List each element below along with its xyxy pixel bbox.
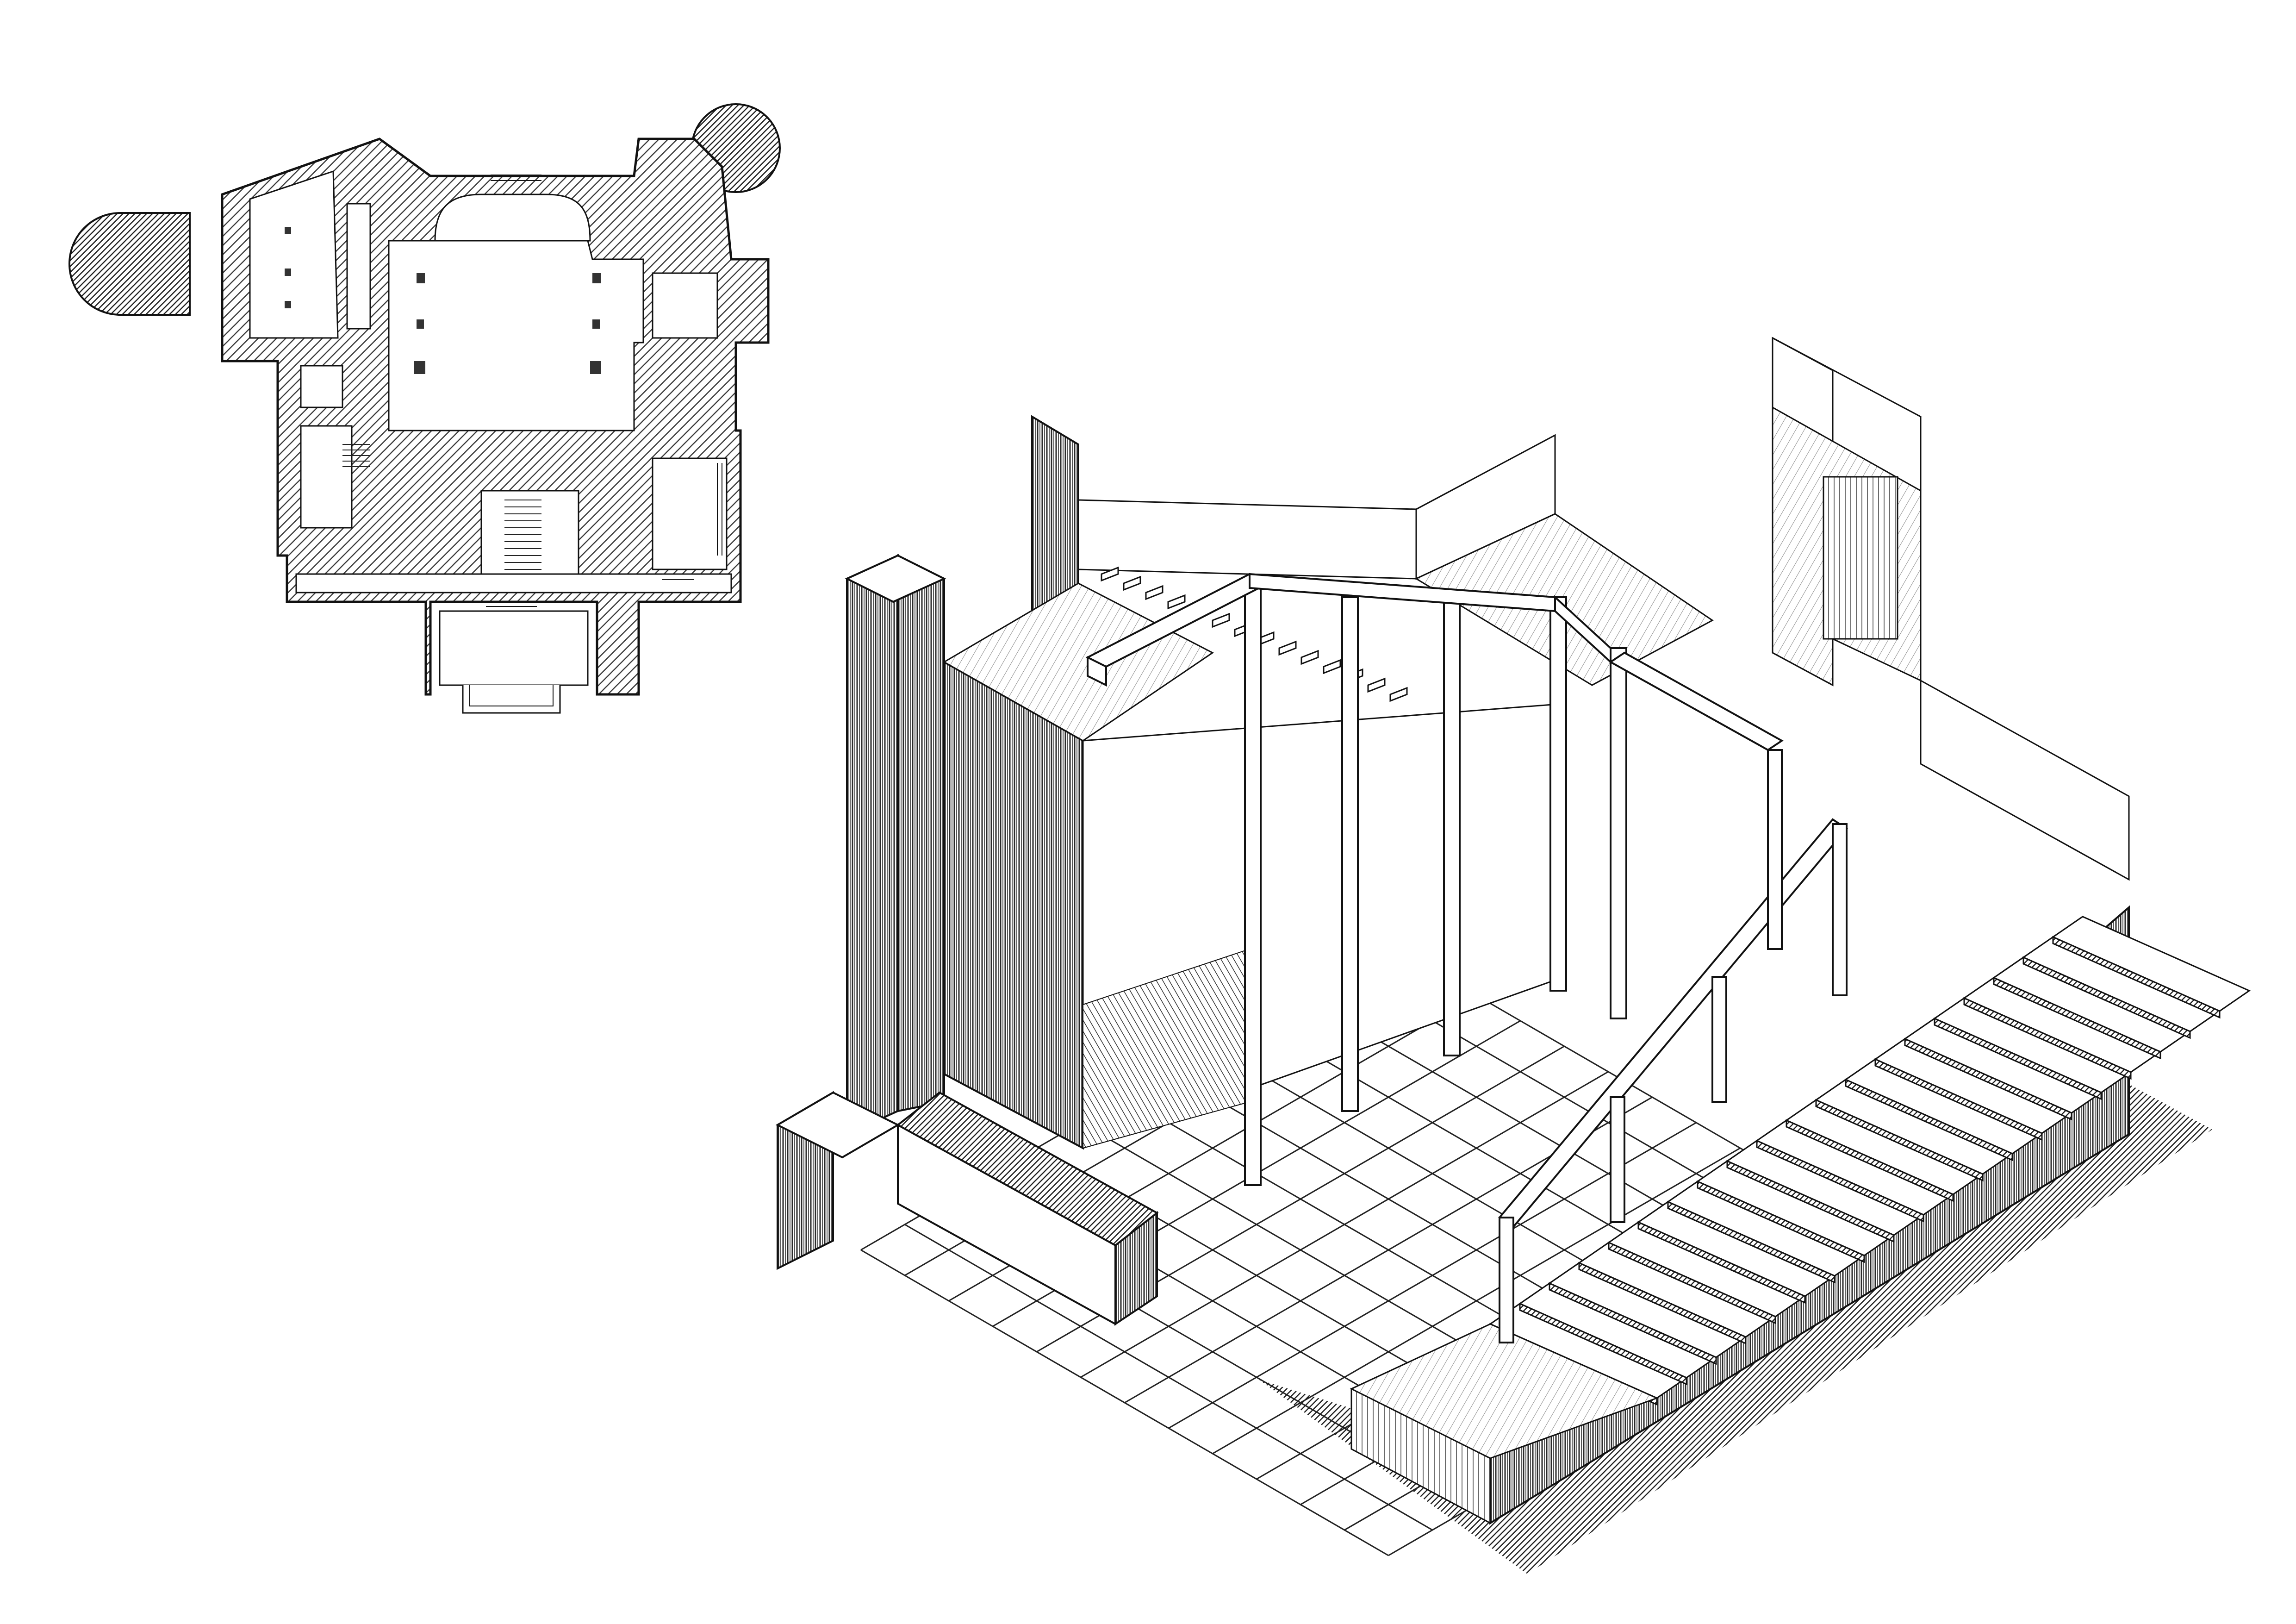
plan-piers [285,227,601,374]
far-right-wall [1920,679,2130,881]
handrail-post [1832,823,1848,996]
plan-entrance-porch [439,610,589,686]
left-pillar-side [897,554,945,1112]
plan-south-corridor [295,573,732,593]
frame-post [1549,596,1567,992]
stair-riser [1963,997,2132,1080]
left-wall-face [943,660,1084,1150]
upper-stair-tread [1123,575,1141,591]
plan-west-room [249,170,339,339]
lower-stair-flight [1488,916,2251,1406]
left-pillar-top [845,554,946,603]
frame-post [1341,596,1359,1112]
timber-frame [1085,573,1627,1186]
frame-post [1443,601,1461,1056]
plan-stair-treads [342,444,694,580]
plan-main-hall-bay [434,194,591,242]
stair-riser [1667,1200,1836,1284]
stair-riser [1845,1078,2013,1162]
upper-stair-tread [1367,677,1386,693]
stair-riser [1934,1017,2102,1100]
upper-stair-tread [1101,566,1119,582]
stair-handrail [1498,651,1848,1343]
stair-riser [1608,1241,1776,1324]
stair-riser [1786,1119,1954,1202]
stair-riser [1637,1221,1806,1304]
handrail-post [1767,749,1783,950]
upper-stair-tread [1212,612,1230,628]
back-wall-upper-left [1077,499,1417,580]
stair-riser [1697,1180,1865,1263]
plan-main-hall [388,240,644,431]
plinth-bench-top [896,1091,1159,1247]
stair-riser [1904,1037,2072,1121]
left-wall-top [942,582,1214,742]
right-pier-window [1823,476,1898,640]
stair-riser [1726,1160,1895,1243]
upper-stair-tread [1323,659,1341,675]
frame-post [1610,647,1627,1019]
upper-stair-tread [1389,687,1408,702]
stair-riser [1578,1262,1747,1345]
axonometric-stair-hall [775,337,2251,1574]
stair-riser [1874,1058,2043,1141]
stair-riser [1993,976,2161,1060]
plan-se-room [652,457,728,570]
upper-stair-tread [1167,594,1186,610]
frame-post [1244,578,1262,1186]
plan-east-wing-room [652,272,718,339]
stair-riser [1815,1099,1984,1182]
stair-riser [2022,956,2191,1039]
upper-stair-tread [1145,585,1164,600]
plan-west-corridor [346,203,371,330]
lower-landing [1350,1323,1659,1459]
handrail-upper-rail [1609,651,1784,751]
frame-beam-end [1087,656,1107,687]
plan-windows [486,175,722,606]
stair-riser [1519,1302,1687,1386]
stair-riser [2052,936,2221,1019]
stair-riser [1549,1282,1717,1365]
plan-sw-room-a [300,365,343,408]
plan-west-apse [68,212,191,316]
plan-sw-room-b [300,425,353,529]
handrail-post [1610,1096,1625,1223]
floor-plan [68,103,781,714]
plan-entrance-steps [462,685,561,714]
handrail-post [1499,1217,1514,1343]
left-pillar-front [846,554,899,1136]
handrail-post [1711,976,1727,1103]
upper-stair-tread [1300,650,1319,665]
upper-stair-tread [1278,640,1297,656]
stair-riser [1756,1139,1924,1223]
